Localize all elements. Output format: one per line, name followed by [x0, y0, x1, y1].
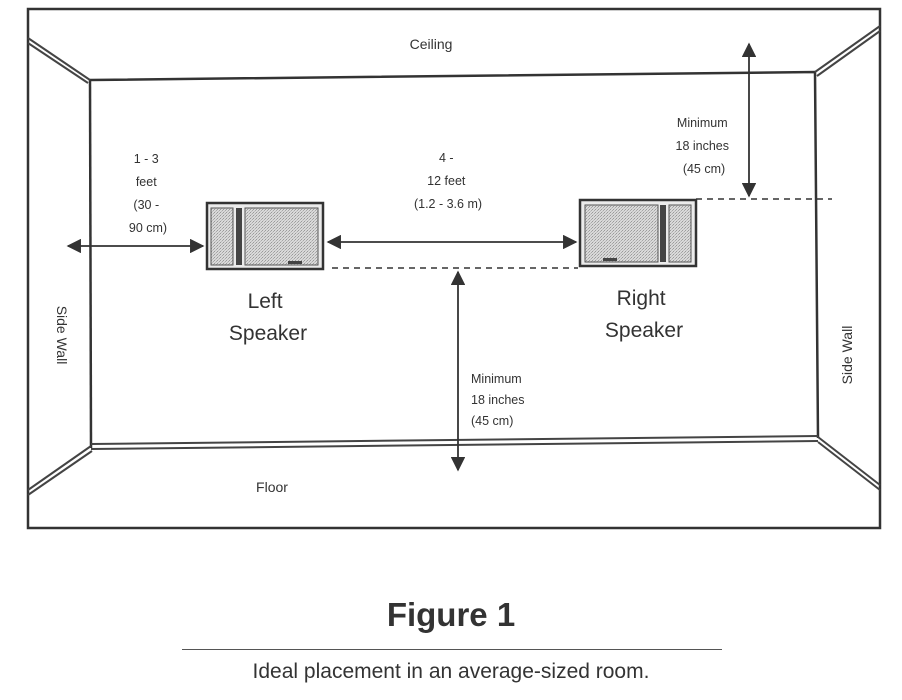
- caption-divider: [182, 649, 722, 650]
- left-speaker-label: Left Speaker: [229, 290, 307, 345]
- room-diagram: Ceiling Floor Side Wall Side Wall Left S…: [26, 7, 882, 530]
- room-corner-lines: [27, 25, 881, 496]
- right-side-wall-label: Side Wall: [839, 326, 855, 385]
- between-speakers-label: 4 - 12 feet (1.2 - 3.6 m): [414, 151, 482, 211]
- room-outer-frame: [26, 7, 882, 530]
- ceiling-clearance-label: Minimum 18 inches (45 cm): [676, 116, 733, 176]
- right-speaker-label: Right Speaker: [605, 287, 683, 342]
- left-side-wall-label: Side Wall: [54, 306, 70, 365]
- floor-clearance-label: Minimum 18 inches (45 cm): [471, 372, 528, 428]
- right-speaker: [578, 198, 698, 268]
- side-distance-label: 1 - 3 feet (30 - 90 cm): [129, 152, 167, 235]
- floor-label: Floor: [256, 479, 288, 495]
- figure-caption: Ideal placement in an average-sized room…: [252, 660, 650, 683]
- figure-title: Figure 1: [386, 596, 516, 633]
- left-speaker: [205, 201, 325, 271]
- ceiling-label: Ceiling: [410, 36, 453, 52]
